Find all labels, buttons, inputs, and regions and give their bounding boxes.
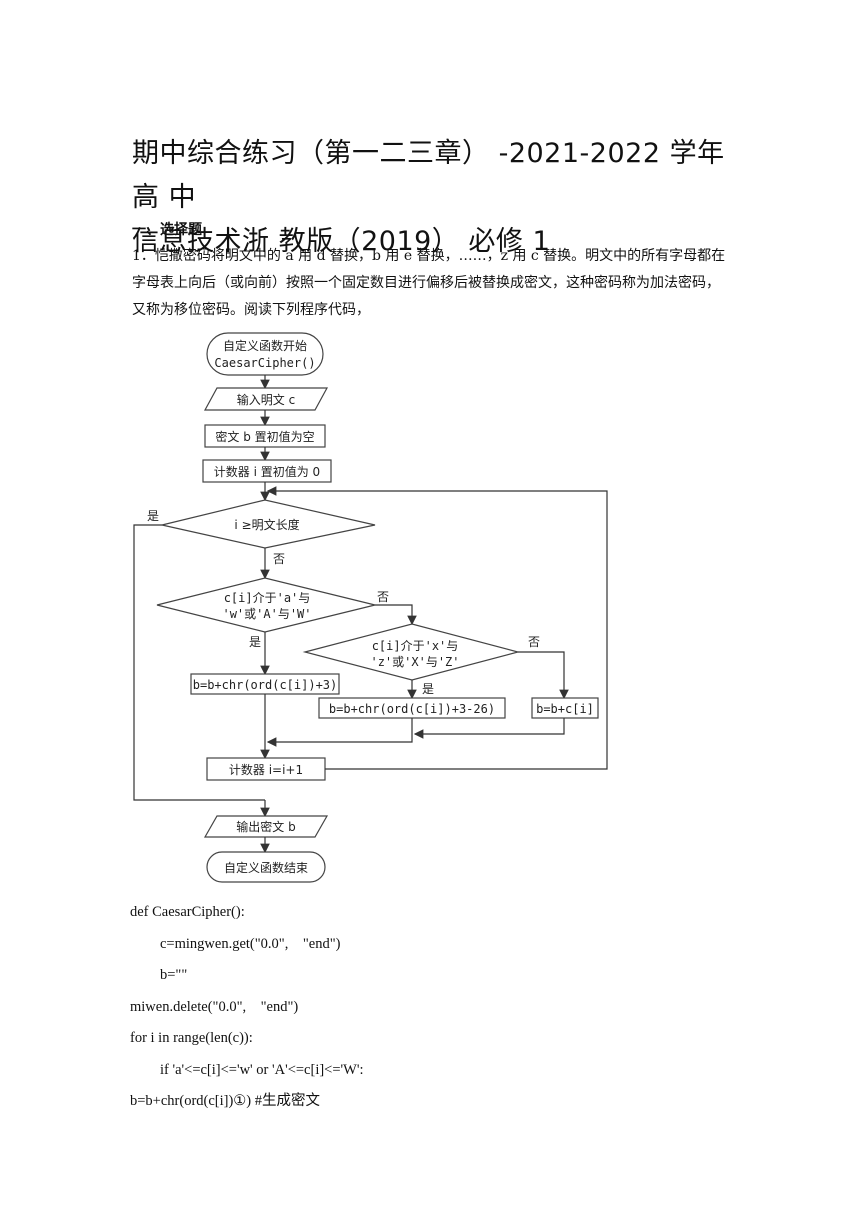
label-no-1: 否: [273, 552, 285, 566]
decision-length-text: i ≥明文长度: [234, 517, 299, 532]
counter-text: 计数器 i=i+1: [229, 762, 303, 777]
init-i-text: 计数器 i 置初值为 0: [214, 464, 320, 479]
code-line-2: c=mingwen.get("0.0", "end"): [160, 935, 341, 952]
end-terminal: [206, 851, 326, 883]
process-shift-text: b=b+chr(ord(c[i])+3): [193, 678, 338, 692]
decision-xz-text-1: c[i]介于'x'与: [372, 639, 459, 653]
document-title: 期中综合练习（第一二三章） -2021-2022 学年高 中 信息技术浙 教版（…: [132, 132, 742, 264]
init-i-box: [202, 459, 332, 483]
code-block: def CaesarCipher(): c=mingwen.get("0.0",…: [130, 897, 750, 1118]
title-line-2: 信息技术浙 教版（2019） 必修 1: [132, 226, 551, 257]
end-text: 自定义函数结束: [224, 860, 308, 875]
title-line-1: 期中综合练习（第一二三章） -2021-2022 学年高 中: [132, 138, 725, 213]
code-line-1: def CaesarCipher():: [130, 904, 245, 920]
question-text: 1．恺撒密码将明文中的 a 用 d 替换，b 用 e 替换，……，z 用 c 替…: [132, 248, 726, 318]
process-wrap-text: b=b+chr(ord(c[i])+3-26): [329, 702, 495, 716]
decision-xz-text-2: 'z'或'X'与'Z': [370, 655, 459, 669]
decision-length: [161, 499, 376, 549]
code-line-5: for i in range(len(c)):: [130, 1030, 253, 1046]
decision-aw-text-1: c[i]介于'a'与: [224, 591, 311, 605]
label-no-3: 否: [528, 635, 540, 649]
output-text: 输出密文 b: [236, 819, 295, 834]
section-heading: 一、选择题: [132, 222, 202, 238]
flowchart: 自定义函数开始 CaesarCipher() 输入明文 c 密文 b 置初值为空…: [133, 332, 608, 883]
code-line-4: miwen.delete("0.0", "end"): [130, 998, 299, 1015]
output-box: [203, 815, 329, 838]
label-yes-1: 是: [147, 509, 159, 523]
process-copy-text: b=b+c[i]: [536, 702, 594, 716]
init-b-text: 密文 b 置初值为空: [215, 429, 314, 444]
code-line-7: b=b+chr(ord(c[i])①) #生成密文: [130, 1093, 321, 1109]
input-text: 输入明文 c: [237, 392, 295, 407]
label-yes-3: 是: [422, 682, 434, 696]
code-line-6: if 'a'<=c[i]<='w' or 'A'<=c[i]<='W':: [160, 1061, 364, 1078]
code-line-3: b="": [160, 967, 188, 983]
label-no-2: 否: [377, 590, 389, 604]
decision-aw-text-2: 'w'或'A'与'W': [222, 607, 311, 621]
process-copy: [531, 697, 599, 719]
input-box: [203, 387, 329, 411]
decision-aw: [156, 577, 376, 633]
start-text-2: CaesarCipher(): [214, 356, 315, 370]
label-yes-2: 是: [249, 635, 261, 649]
start-text-1: 自定义函数开始: [223, 338, 307, 353]
